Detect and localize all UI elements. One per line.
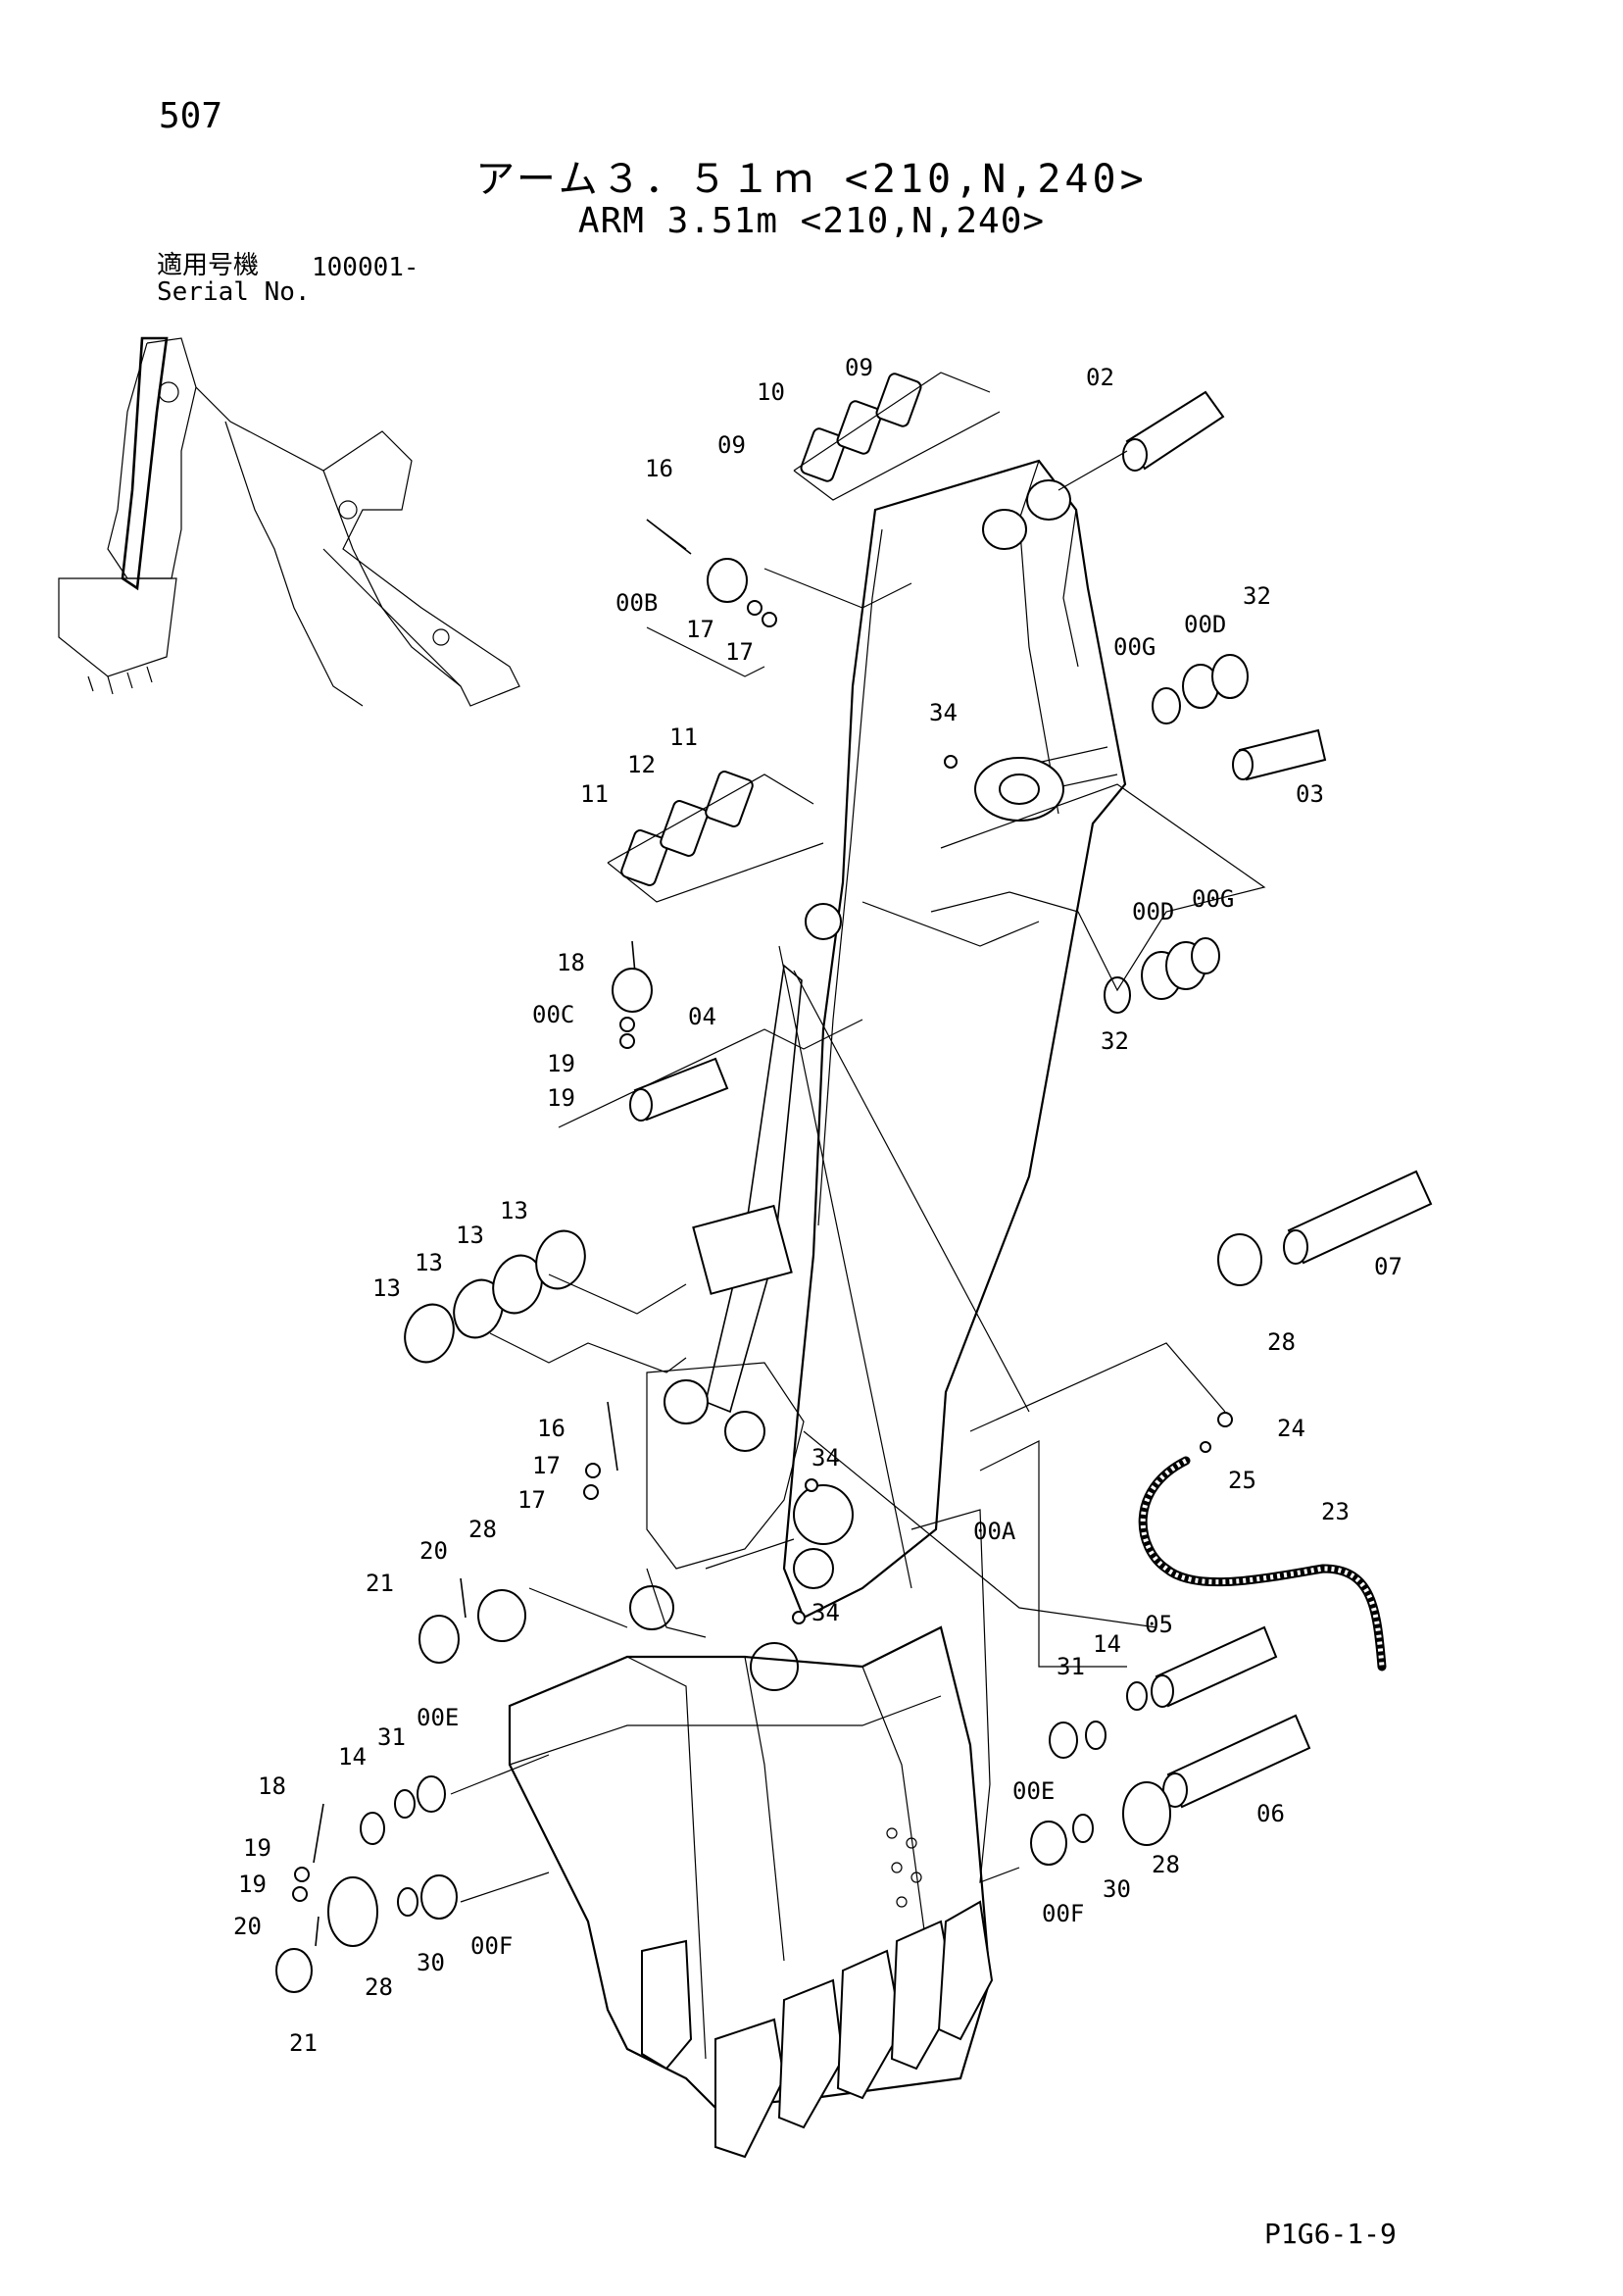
callout-00G-top: 00G [1113,633,1156,661]
callout-28-right: 28 [1267,1328,1296,1356]
shims-13 [404,1229,586,1364]
callout-32-top: 32 [1243,582,1271,610]
callout-00D-top: 00D [1184,611,1226,638]
callout-17-a: 17 [686,616,714,643]
small-parts [275,519,1262,1993]
callout-34-low: 34 [812,1599,840,1626]
callout-11-left: 11 [580,780,609,808]
callout-19-a: 19 [547,1050,575,1077]
callout-32-mid: 32 [1101,1027,1129,1055]
callout-00D-mid: 00D [1132,898,1174,925]
pin-02 [1057,390,1225,491]
callout-09-left: 09 [717,431,746,459]
callout-21-low: 21 [289,2029,318,2057]
callout-13-a: 13 [500,1197,528,1224]
callout-00G-mid: 00G [1192,885,1234,913]
diagram-title-english: ARM 3.51m <210,N,240> [577,201,1046,241]
callout-05: 05 [1145,1611,1173,1638]
shims-09-10 [793,372,1001,501]
callout-04: 04 [688,1003,716,1030]
callout-09-top: 09 [845,354,873,381]
pin-05 [1151,1625,1278,1708]
callout-13-b: 13 [456,1222,484,1249]
serial-number-value: 100001- [312,253,419,282]
callout-21-mid: 21 [366,1570,394,1597]
callout-00C: 00C [532,1001,574,1028]
callout-28-lowleft: 28 [365,1973,393,2001]
callout-13-c: 13 [415,1249,443,1276]
shims-11-12 [607,771,824,903]
callout-16-mid: 16 [537,1415,566,1442]
callout-11-right: 11 [669,724,698,751]
callout-16-top: 16 [645,455,673,482]
callout-06: 06 [1256,1800,1285,1827]
assembly-reference-lines [450,568,1266,1903]
callout-13-d: 13 [372,1274,401,1302]
callout-17-c: 17 [532,1452,561,1479]
callout-18-top: 18 [557,949,585,976]
callout-24: 24 [1277,1415,1305,1442]
callout-00B: 00B [615,589,658,617]
callout-00E-left: 00E [417,1704,459,1731]
callout-28-low: 28 [1152,1851,1180,1878]
pin-03 [1232,728,1327,781]
callout-30-right: 30 [1103,1875,1131,1903]
diagram-title-japanese: アーム３．５１ｍ <210,N,240> [475,157,1148,202]
callout-20-mid: 20 [419,1537,448,1565]
callout-31-right: 31 [1057,1653,1085,1680]
callout-12: 12 [627,751,656,778]
callout-00A: 00A [973,1518,1016,1545]
callout-19-d: 19 [238,1871,267,1898]
callout-23: 23 [1321,1498,1350,1525]
bucket [508,1625,994,2159]
pin-04 [629,1057,729,1122]
callout-19-b: 19 [547,1084,575,1112]
callout-00F-right: 00F [1042,1900,1084,1927]
serial-label-english: Serial No. [157,277,311,307]
callout-07: 07 [1374,1253,1402,1280]
callout-labels: 09 10 09 02 16 00B 17 17 32 00G 00D 34 0… [233,354,1402,2057]
callout-31-left: 31 [377,1723,406,1751]
callout-17-b: 17 [725,638,754,666]
callout-02: 02 [1086,364,1114,391]
callout-00F-left: 00F [470,1932,513,1960]
callout-14-right: 14 [1093,1630,1121,1658]
callout-03: 03 [1296,780,1324,808]
callout-18-low: 18 [258,1772,286,1800]
callout-00E-right: 00E [1012,1777,1055,1805]
figure-code: P1G6-1-9 [1264,2218,1397,2250]
page-number: 507 [159,96,223,136]
callout-20-low: 20 [233,1913,262,1940]
callout-19-c: 19 [243,1834,271,1862]
callout-34-mid: 34 [812,1444,840,1472]
pin-06 [1162,1714,1311,1809]
callout-14-left: 14 [338,1743,367,1771]
callout-34-top: 34 [929,699,958,726]
callout-25: 25 [1228,1467,1256,1494]
callout-10: 10 [757,378,785,406]
grease-hose-23 [1138,1412,1387,1672]
arm-assembly [508,459,1127,2159]
callout-30-left: 30 [417,1949,445,1976]
serial-label-japanese: 適用号機 [157,251,260,280]
callout-28-mid: 28 [468,1516,497,1543]
excavator-key-map-illustration [58,336,520,707]
pin-07 [1283,1170,1433,1265]
callout-17-d: 17 [517,1486,546,1514]
